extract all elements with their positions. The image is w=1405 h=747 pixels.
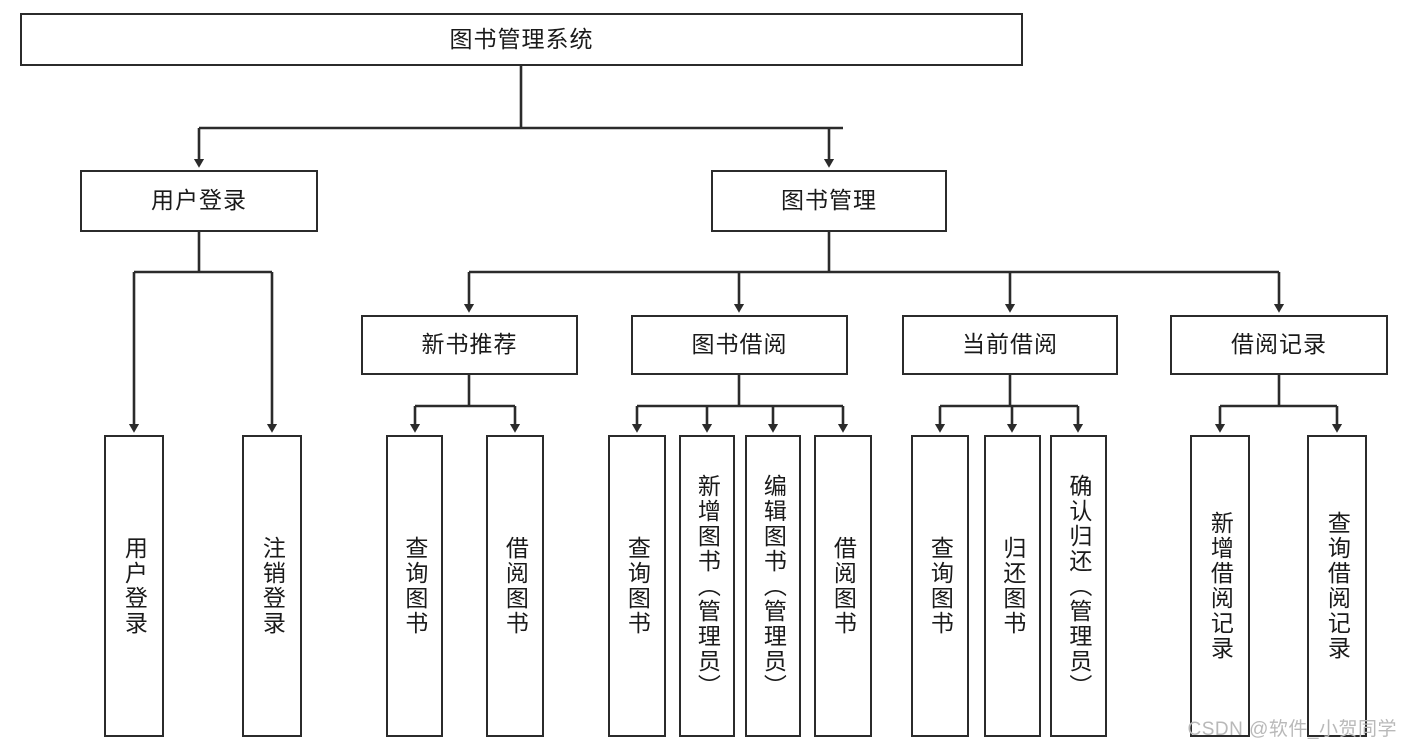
node-new-book-recommend[interactable]: 新书推荐 [361, 315, 578, 375]
node-label: 用户登录 [151, 187, 247, 214]
node-label: 借阅记录 [1231, 331, 1327, 358]
node-current-borrow[interactable]: 当前借阅 [902, 315, 1118, 375]
node-label: 借阅图书 [502, 536, 529, 636]
node-label: 查询图书 [624, 536, 651, 636]
node-book-management[interactable]: 图书管理 [711, 170, 947, 232]
node-leaf-query-borrow-record[interactable]: 查询借阅记录 [1307, 435, 1367, 737]
node-leaf-borrow-book-new[interactable]: 借阅图书 [486, 435, 544, 737]
node-leaf-confirm-return-admin[interactable]: 确认归还（管理员） [1050, 435, 1107, 737]
node-borrow-records[interactable]: 借阅记录 [1170, 315, 1388, 375]
node-leaf-add-book-admin[interactable]: 新增图书（管理员） [679, 435, 735, 737]
node-leaf-add-borrow-record[interactable]: 新增借阅记录 [1190, 435, 1250, 737]
node-label: 图书管理 [781, 187, 877, 214]
node-label: 图书借阅 [691, 331, 788, 358]
node-leaf-user-login[interactable]: 用户登录 [104, 435, 164, 737]
node-label: 查询图书 [401, 536, 428, 636]
node-label: 编辑图书（管理员） [760, 473, 787, 699]
node-leaf-borrow-book[interactable]: 借阅图书 [814, 435, 872, 737]
node-book-borrow[interactable]: 图书借阅 [631, 315, 848, 375]
node-label: 归还图书 [999, 536, 1026, 636]
csdn-watermark: CSDN @软件_小贺同学 [1187, 719, 1397, 740]
node-label: 新增借阅记录 [1207, 511, 1234, 661]
node-label: 图书管理系统 [449, 25, 594, 52]
node-label: 注销登录 [259, 536, 286, 636]
node-label: 查询借阅记录 [1324, 511, 1351, 661]
node-label: 用户登录 [121, 536, 148, 636]
node-label: 确认归还（管理员） [1065, 473, 1092, 699]
node-user-login[interactable]: 用户登录 [80, 170, 318, 232]
node-label: 当前借阅 [962, 331, 1058, 358]
node-label: 借阅图书 [830, 536, 857, 636]
node-leaf-edit-book-admin[interactable]: 编辑图书（管理员） [745, 435, 801, 737]
node-label: 新书推荐 [421, 331, 518, 358]
node-leaf-return-book[interactable]: 归还图书 [984, 435, 1041, 737]
node-leaf-query-book-new[interactable]: 查询图书 [386, 435, 443, 737]
node-label: 新增图书（管理员） [694, 473, 721, 699]
node-label: 查询图书 [927, 536, 954, 636]
node-root-system[interactable]: 图书管理系统 [20, 13, 1023, 66]
node-leaf-logout[interactable]: 注销登录 [242, 435, 302, 737]
node-leaf-query-book-current[interactable]: 查询图书 [911, 435, 969, 737]
node-leaf-query-book-borrow[interactable]: 查询图书 [608, 435, 666, 737]
